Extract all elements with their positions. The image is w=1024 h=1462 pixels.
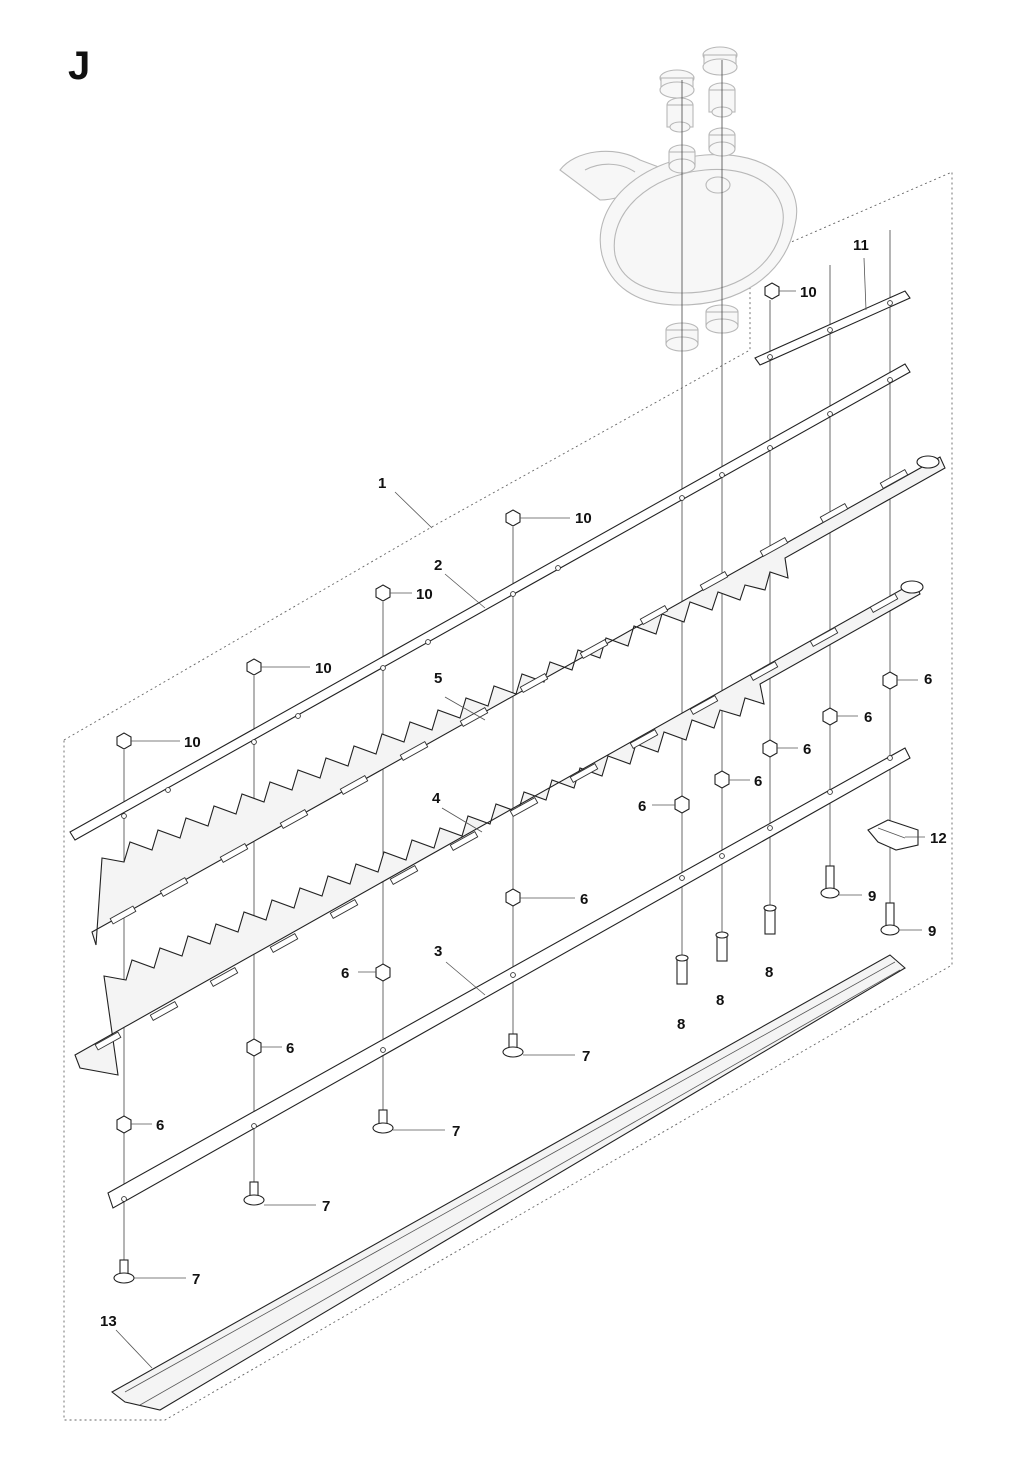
callout-6: 6: [924, 671, 932, 688]
callout-7: 7: [322, 1198, 330, 1215]
callout-6: 6: [580, 891, 588, 908]
callout-1: 1: [378, 475, 386, 492]
lower-bar-3: [107, 747, 911, 1209]
upper-bar-2: [69, 363, 911, 841]
callout-3: 3: [434, 943, 442, 960]
nuts-10: [116, 282, 780, 750]
callout-7: 7: [452, 1123, 460, 1140]
lower-blade-4: [74, 580, 924, 1076]
callout-6: 6: [864, 709, 872, 726]
top-bar-11: [754, 290, 911, 366]
callout-9: 9: [868, 888, 876, 905]
bolts-9: [820, 865, 900, 936]
callout-2: 2: [434, 557, 442, 574]
callout-11: 11: [853, 237, 869, 254]
leader-lines: [115, 257, 925, 1369]
bolts-8: [675, 904, 777, 985]
upper-blade-5: [91, 455, 946, 946]
clip-12: [867, 819, 919, 851]
callout-7: 7: [582, 1048, 590, 1065]
callout-10: 10: [184, 734, 201, 751]
callout-12: 12: [930, 830, 947, 847]
callout-7: 7: [192, 1271, 200, 1288]
callout-6: 6: [754, 773, 762, 790]
blade-guard-13: [111, 954, 906, 1411]
callout-10: 10: [315, 660, 332, 677]
callout-6: 6: [156, 1117, 164, 1134]
screws-7: [113, 1033, 524, 1284]
callout-4: 4: [432, 790, 441, 807]
callout-5: 5: [434, 670, 442, 687]
nuts-6: [116, 671, 898, 1134]
callout-8: 8: [716, 992, 724, 1009]
assembly-boundary: [63, 171, 953, 1421]
callout-6: 6: [341, 965, 349, 982]
section-letter: J: [68, 44, 91, 88]
callout-8: 8: [677, 1016, 685, 1033]
callout-10: 10: [416, 586, 433, 603]
callout-13: 13: [100, 1313, 117, 1330]
assembly-axes: [123, 60, 891, 1268]
callout-6: 6: [638, 798, 646, 815]
gear-housing-ghost: [559, 46, 798, 352]
callout-9: 9: [928, 923, 936, 940]
callout-8: 8: [765, 964, 773, 981]
callout-6: 6: [803, 741, 811, 758]
callout-6: 6: [286, 1040, 294, 1057]
callout-10: 10: [800, 284, 817, 301]
callout-10: 10: [575, 510, 592, 527]
